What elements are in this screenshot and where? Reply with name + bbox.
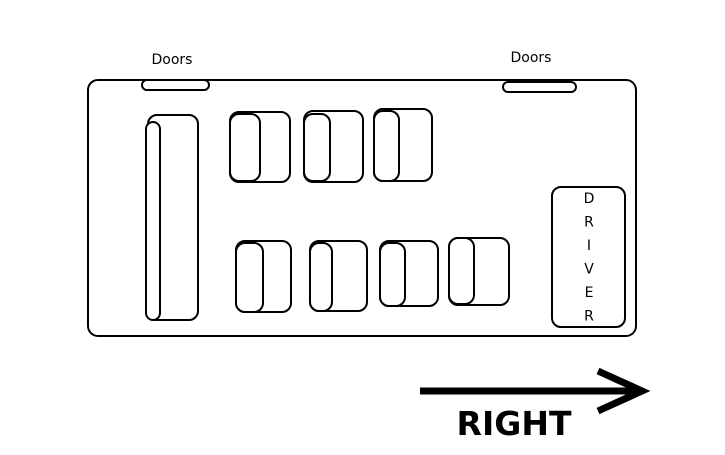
door-label-left: Doors	[152, 52, 193, 68]
door-right	[502, 81, 577, 93]
driver-letter: V	[584, 262, 594, 278]
driver-letter: D	[584, 191, 595, 207]
seat	[309, 240, 368, 312]
driver-letter: E	[585, 285, 594, 301]
door-left	[141, 79, 210, 91]
driver-seat	[551, 186, 626, 328]
driver-letter: I	[587, 238, 591, 254]
driver-letter: R	[584, 309, 594, 325]
seat	[373, 108, 433, 182]
direction-label: RIGHT	[457, 404, 572, 443]
seat	[229, 111, 291, 183]
seat	[448, 237, 510, 306]
seat	[303, 110, 364, 183]
bus-body	[87, 79, 637, 337]
direction-arrow-icon	[420, 367, 651, 415]
seat	[235, 240, 292, 313]
driver-letter: R	[584, 215, 594, 231]
bench-seat	[145, 114, 199, 321]
door-label-right: Doors	[511, 50, 552, 66]
seat	[379, 240, 439, 307]
